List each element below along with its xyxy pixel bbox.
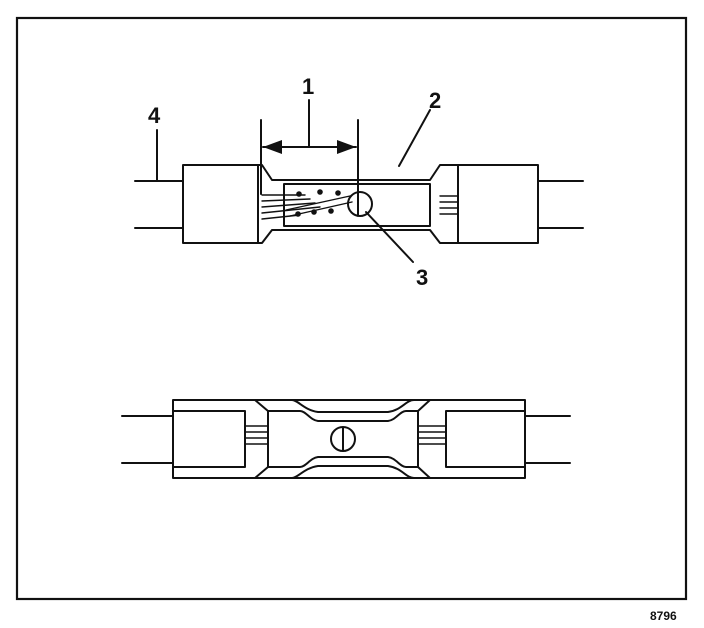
strands-left-upper xyxy=(261,194,353,220)
insulation-right-upper xyxy=(457,164,539,244)
callout-4: 4 xyxy=(148,103,161,128)
insulation-left-upper xyxy=(182,164,259,244)
strands-right-upper xyxy=(439,195,459,215)
insulation-right-lower xyxy=(445,410,526,468)
wire-right-upper xyxy=(537,180,584,229)
strands-right-lower xyxy=(417,425,447,445)
insulation-left-lower xyxy=(172,410,246,468)
diagram-frame xyxy=(15,16,688,601)
leader-3 xyxy=(365,211,414,263)
dimension-arrow-left xyxy=(263,140,282,154)
inspection-hole-lower xyxy=(330,426,356,452)
figure-id: 8796 xyxy=(650,609,677,623)
leader-2 xyxy=(398,109,431,167)
callout-2: 2 xyxy=(429,88,441,113)
strip-length-dimension xyxy=(260,99,359,195)
inspection-hole xyxy=(347,191,373,217)
splice-before-crimp xyxy=(134,99,584,263)
dimension-arrow-right xyxy=(337,140,356,154)
crimp-notches-top xyxy=(244,399,431,413)
crimp-notches-bottom xyxy=(244,465,431,479)
wire-left-lower xyxy=(121,415,174,464)
strand-dots xyxy=(295,189,341,217)
wire-right-lower xyxy=(524,415,571,464)
wire-left-upper xyxy=(134,180,184,229)
splice-after-crimp xyxy=(121,399,571,479)
callout-3: 3 xyxy=(416,265,428,290)
strands-left-lower xyxy=(244,425,269,445)
callout-1: 1 xyxy=(302,74,314,99)
